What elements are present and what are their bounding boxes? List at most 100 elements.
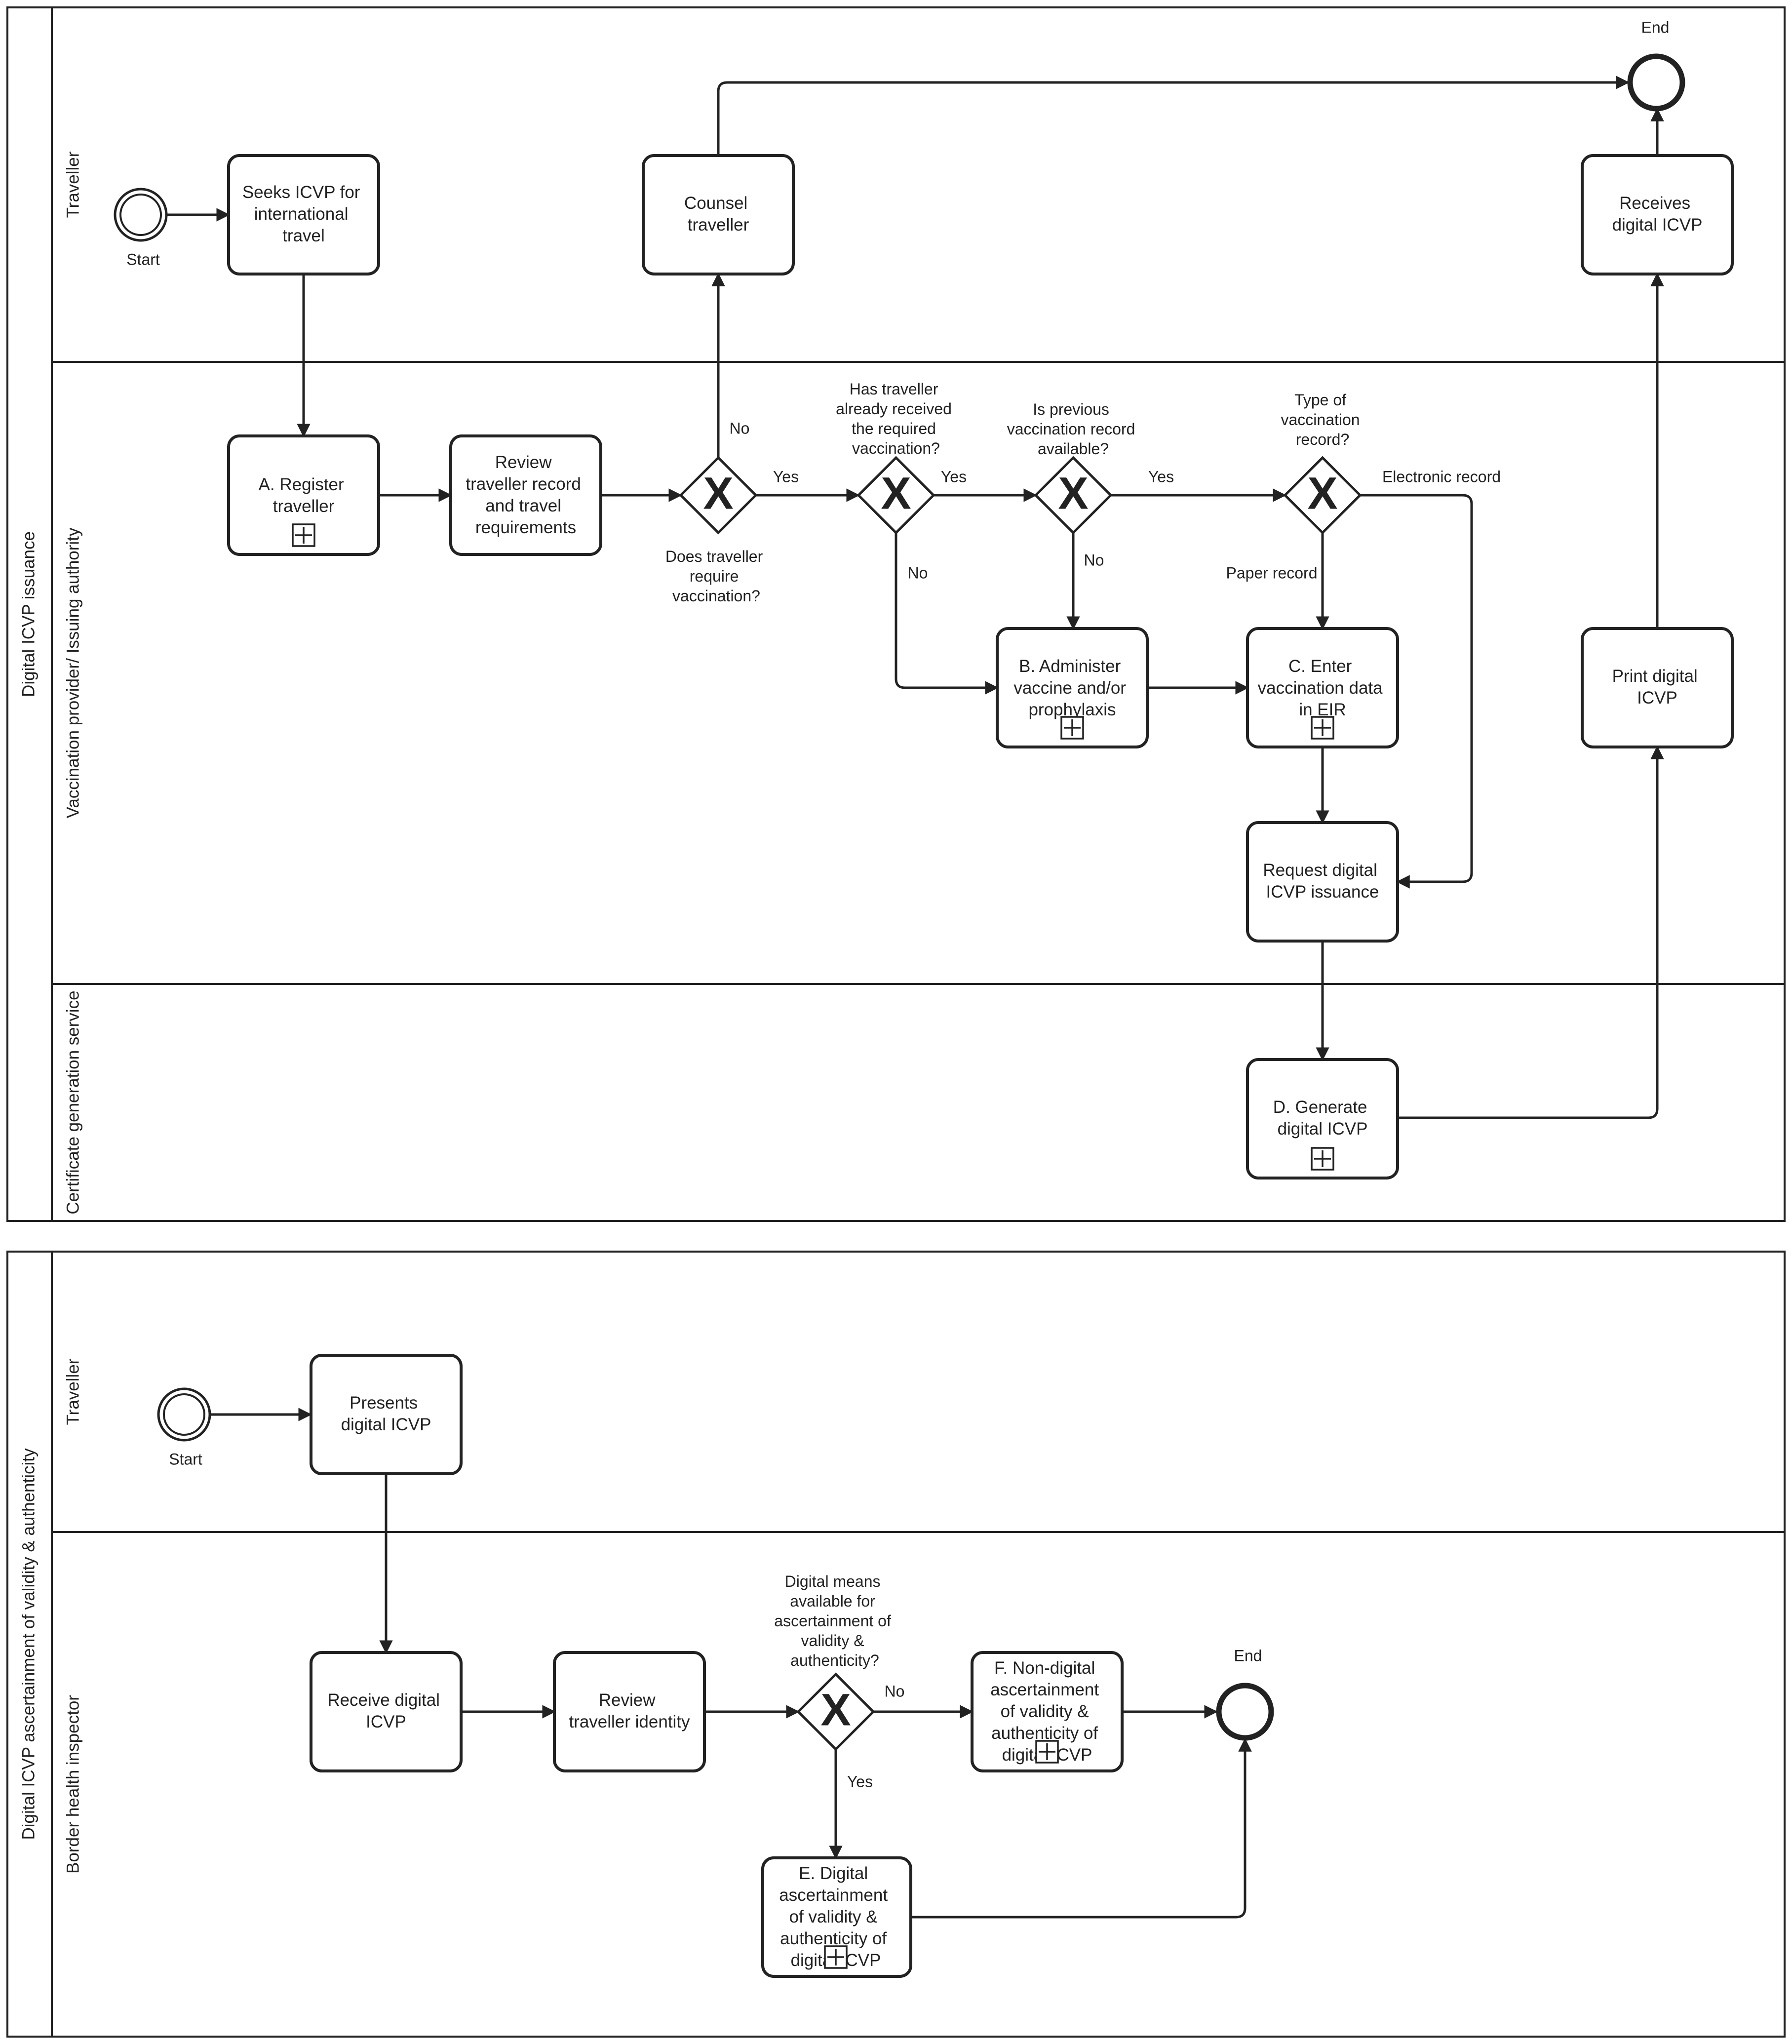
subprocess-marker-icon — [1060, 716, 1084, 740]
subprocess-administer-vaccine: B. Administer vaccine and/or prophylaxis — [996, 627, 1149, 748]
end-event — [1216, 1683, 1274, 1741]
task-presents-digital-icvp: Presents digital ICVP — [310, 1354, 463, 1475]
exclusive-gateway-x-icon: X — [1307, 468, 1337, 518]
task-label-line: digital ICVP — [1612, 215, 1703, 235]
task-label-line: Review — [599, 1690, 656, 1710]
exclusive-gateway-x-icon: X — [1058, 468, 1088, 518]
gateway-question-line: Is previous — [1033, 400, 1109, 418]
task-label-line: Receives — [1619, 194, 1690, 213]
task-request-digital-icvp-issuance: Request digital ICVP issuance — [1246, 821, 1399, 943]
task-review-traveller-identity: Review traveller identity — [553, 1651, 706, 1772]
lane-title-border-health-inspector: Border health inspector — [63, 1695, 82, 1874]
pool-title: Digital ICVP ascertainment of validity &… — [19, 1448, 38, 1840]
task-label-line: B. Administer — [1019, 657, 1121, 676]
gateway-question-line: already received — [836, 400, 952, 418]
gateway-question-line: record? — [1296, 431, 1350, 448]
svg-text:Print digital ICVP: Print digital ICVP — [1612, 667, 1703, 708]
lane-title-certificate-generation-service: Certificate generation service — [63, 990, 82, 1214]
start-event — [114, 188, 168, 242]
task-label-line: of validity & — [1001, 1702, 1089, 1721]
lane-title-vaccination-provider: Vaccination provider/ Issuing authority — [63, 527, 82, 818]
svg-text:Review traveller record: Review traveller record and travel requi… — [466, 453, 585, 537]
svg-text:Counsel traveller: Counsel traveller — [684, 194, 752, 235]
flow-label-yes: Yes — [847, 1772, 873, 1790]
flow-label-yes: Yes — [941, 468, 967, 485]
end-event-label: End — [1234, 1647, 1262, 1664]
end-event — [1627, 53, 1685, 112]
task-label-line: international — [254, 204, 349, 224]
start-event-label: Start — [169, 1450, 202, 1468]
svg-text:A. Register traveller: A. Register traveller — [259, 475, 349, 516]
task-label-line: ascertainment — [990, 1680, 1099, 1699]
task-label-line: authenticity of — [991, 1724, 1098, 1743]
sequence-flows — [167, 76, 1664, 1119]
svg-text:Receives digital ICVP: Receives digital ICVP — [1612, 194, 1703, 235]
start-event-label: Start — [126, 250, 160, 268]
task-label-line: requirements — [475, 518, 576, 537]
task-label-line: traveller identity — [569, 1712, 690, 1731]
task-label-line: vaccine and/or — [1013, 678, 1126, 698]
task-label-line: of validity & — [789, 1907, 878, 1926]
subprocess-marker-icon — [824, 1945, 848, 1969]
task-label-line: authenticity of — [780, 1929, 887, 1948]
subprocess-marker-icon — [292, 523, 315, 547]
subprocess-marker-icon — [1311, 1147, 1334, 1171]
lane-title-traveller: Traveller — [63, 151, 82, 218]
gateway-requires-vaccination: X — [679, 456, 758, 535]
task-label-line: traveller — [273, 497, 335, 516]
gateway-question-line: Has traveller — [850, 380, 938, 398]
subprocess-register-traveller: A. Register traveller — [227, 434, 380, 556]
gateway-question: Does traveller require vaccination? — [665, 548, 767, 605]
gateway-question-line: available? — [1038, 440, 1109, 458]
task-label-line: Review — [495, 453, 552, 472]
task-label-line: Counsel — [684, 194, 747, 213]
flow-digital-to-end — [911, 1738, 1252, 1919]
flow-label-paper-record: Paper record — [1226, 564, 1318, 582]
pool-title: Digital ICVP issuance — [19, 531, 38, 697]
subprocess-generate-digital-icvp: D. Generate digital ICVP — [1246, 1058, 1399, 1179]
pool-digital-icvp-issuance: Digital ICVP issuance Traveller Vaccinat… — [6, 6, 1786, 1222]
gateway-question-line: ascertainment of — [774, 1612, 891, 1630]
gateway-question-line: validity & — [801, 1632, 864, 1650]
svg-text:Presents digital ICVP: Presents digital ICVP — [341, 1393, 431, 1434]
gateway-question-line: authenticity? — [790, 1651, 879, 1669]
flow-g4-electronic-to-request — [1360, 494, 1473, 889]
task-label-line: ICVP — [366, 1712, 406, 1731]
subprocess-digital-ascertainment: E. Digital ascertainment of validity & a… — [761, 1856, 912, 1978]
task-review-traveller-record: Review traveller record and travel requi… — [449, 434, 602, 556]
gateway-question-line: vaccination record — [1007, 420, 1135, 438]
gateway-question: Has traveller already received the requi… — [836, 380, 956, 457]
gateway-question-line: vaccination — [1281, 411, 1360, 429]
subprocess-marker-icon — [1311, 716, 1334, 740]
subprocess-non-digital-ascertainment: F. Non-digital ascertainment of validity… — [971, 1651, 1124, 1772]
task-label-line: travel — [282, 226, 325, 245]
task-label-line: traveller record — [466, 474, 581, 494]
task-label-line: Print digital — [1612, 667, 1698, 686]
svg-text:Review traveller identit: Review traveller identity — [569, 1690, 690, 1731]
flow-label-yes: Yes — [1148, 468, 1174, 485]
task-label-line: ascertainment — [779, 1886, 888, 1905]
gateway-question-line: require — [690, 567, 739, 585]
start-event — [157, 1387, 211, 1442]
gateway-already-received-vaccination: X — [857, 456, 935, 535]
svg-text:Seeks ICVP for internati: Seeks ICVP for international travel — [242, 183, 365, 245]
gateway-question-line: Does traveller — [665, 548, 763, 565]
gateway-question: Type of vaccination record? — [1281, 391, 1364, 448]
flow-counsel-to-end — [717, 76, 1630, 156]
flow-label-electronic-record: Electronic record — [1382, 468, 1501, 485]
gateway-digital-means-available: X — [796, 1672, 875, 1751]
task-label-line: digital ICVP — [1278, 1119, 1368, 1139]
task-label-line: E. Digital — [799, 1864, 868, 1883]
subprocess-enter-vaccination-data: C. Enter vaccination data in EIR — [1246, 627, 1399, 748]
svg-text:Receive digital ICVP: Receive digital ICVP — [327, 1690, 444, 1731]
svg-text:D. Generate digital ICVP: D. Generate digital ICVP — [1273, 1098, 1372, 1139]
task-label-line: C. Enter — [1288, 657, 1352, 676]
svg-text:F. Non-digital ascertain: F. Non-digital ascertainment of validity… — [990, 1658, 1104, 1765]
flow-label-no: No — [885, 1682, 905, 1700]
gateway-question-line: Type of — [1294, 391, 1346, 409]
flow-label-no: No — [1084, 551, 1104, 569]
gateway-question-line: available for — [790, 1592, 875, 1610]
exclusive-gateway-x-icon: X — [881, 468, 911, 518]
gateway-previous-record-available: X — [1034, 456, 1113, 535]
flow-label-no: No — [908, 564, 928, 582]
